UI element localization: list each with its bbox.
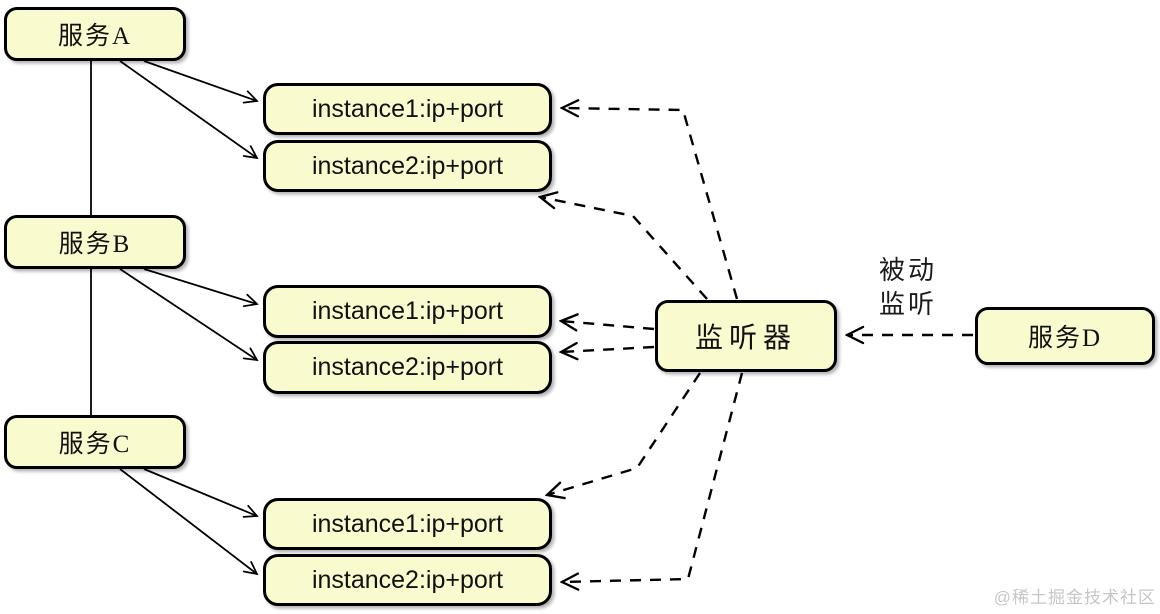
node-instance-b1: instance1:ip+port [263, 285, 552, 338]
edge-listener-instance-a1 [562, 108, 739, 300]
edge-service-a-instance-a1 [143, 60, 257, 101]
node-instance-c2: instance2:ip+port [263, 554, 552, 606]
passive-listen-edge-label: 被动 监听 [878, 256, 937, 319]
edge-service-c-instance-c2 [119, 468, 257, 574]
edge-listener-instance-b1 [561, 321, 655, 329]
node-instance-a2: instance2:ip+port [263, 140, 552, 192]
node-service-c: 服务C [4, 415, 186, 469]
node-instance-a1: instance1:ip+port [263, 83, 552, 135]
edge-service-b-instance-b1 [143, 268, 257, 304]
node-service-b: 服务B [4, 215, 186, 269]
node-service-d: 服务D [975, 307, 1155, 365]
edge-service-a-instance-a2 [119, 60, 257, 158]
edge-listener-instance-b2 [561, 347, 655, 352]
node-instance-c1: instance1:ip+port [263, 498, 552, 550]
edge-service-b-instance-b2 [119, 268, 257, 360]
watermark: @稀土掘金技术社区 [993, 588, 1156, 607]
node-listener: 监听器 [655, 300, 837, 372]
edge-listener-instance-c1 [547, 372, 702, 495]
edge-service-c-instance-c1 [143, 468, 257, 516]
node-instance-b2: instance2:ip+port [263, 341, 552, 394]
edge-listener-instance-c2 [562, 372, 744, 582]
node-service-a: 服务A [4, 7, 186, 61]
edge-listener-instance-a2 [540, 197, 708, 300]
